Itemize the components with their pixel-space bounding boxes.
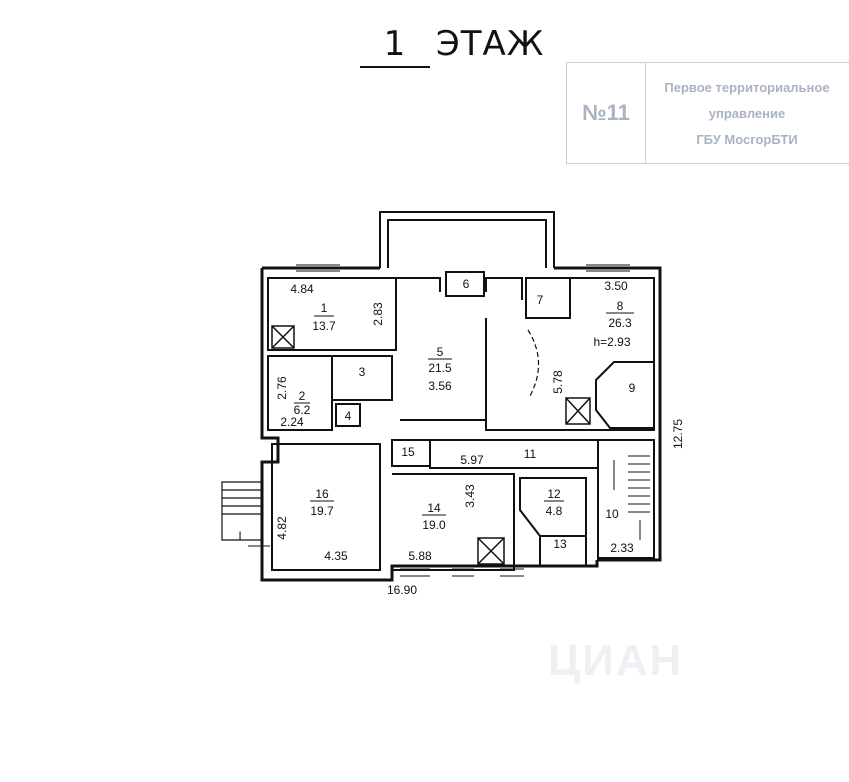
room-4-number: 4: [345, 409, 352, 423]
dim-3-56: 3.56: [428, 379, 452, 393]
room-2-number: 2: [299, 389, 306, 403]
dim-2-33: 2.33: [610, 541, 634, 555]
room-1-area: 13.7: [312, 319, 336, 333]
room-7-number: 7: [537, 293, 544, 307]
wall-room-3: [331, 355, 393, 401]
room-5-area: 21.5: [428, 361, 452, 375]
room-13-number: 13: [553, 537, 567, 551]
wall-room-14: [392, 473, 515, 571]
wall-room-13: [539, 535, 587, 567]
room-16-number: 16: [315, 487, 329, 501]
wall-room-9: [595, 361, 655, 429]
wall-room-10: [597, 439, 655, 559]
room-2-area: 6.2: [294, 403, 311, 417]
room-9-number: 9: [629, 381, 636, 395]
room-8-area: 26.3: [608, 316, 632, 330]
dim-4-35: 4.35: [324, 549, 348, 563]
room-6-number: 6: [463, 277, 470, 291]
dim-3-50: 3.50: [604, 279, 628, 293]
room-1-number: 1: [321, 301, 328, 315]
room-10-number: 10: [605, 507, 619, 521]
stamp-org-line2: управление: [708, 106, 786, 121]
stamp-number: №11: [567, 63, 646, 163]
dim-5-88: 5.88: [408, 549, 432, 563]
room-11-number: 11: [524, 447, 537, 461]
dim-2-24: 2.24: [280, 415, 304, 429]
stamp-org-line3: ГБУ МосгорБТИ: [696, 132, 798, 147]
wall-room-1: [267, 277, 397, 351]
room-5-number: 5: [437, 345, 444, 359]
dim-4-84: 4.84: [290, 282, 314, 296]
windows: [296, 264, 630, 577]
entrance-steps: [221, 481, 263, 541]
floor-word: ЭТАЖ: [436, 24, 545, 64]
stamp-org: Первое территориальное управление ГБУ Мо…: [647, 75, 847, 153]
wall-room-15: [391, 439, 431, 467]
floor-number: 1: [360, 24, 430, 68]
dim-12-75: 12.75: [671, 419, 685, 449]
watermark: ЦИАН: [548, 636, 684, 685]
wall-room-2: [267, 355, 333, 431]
dim-5-97: 5.97: [460, 453, 484, 467]
bti-stamp: №11 Первое территориальное управление ГБ…: [566, 62, 849, 164]
dim-3-43: 3.43: [463, 484, 477, 508]
wall-room-4: [335, 403, 361, 427]
dim-2-83: 2.83: [371, 302, 385, 326]
stamp-org-line1: Первое территориальное: [664, 80, 830, 95]
door-arc: [527, 329, 540, 397]
dim-16-90: 16.90: [387, 583, 417, 597]
room-14-area: 19.0: [422, 518, 446, 532]
dim-5-78: 5.78: [551, 370, 565, 394]
room-12-number: 12: [547, 487, 561, 501]
wall-room-8: [485, 277, 655, 431]
entrance-mark: I: [238, 529, 241, 543]
dim-h-2-93: h=2.93: [593, 335, 630, 349]
room-15-number: 15: [401, 445, 415, 459]
ventilation-shafts: [271, 325, 591, 565]
wall-corridor-11: [429, 439, 599, 469]
room-16-area: 19.7: [310, 504, 334, 518]
wall-room-5: [396, 277, 523, 421]
stairs-room-10: [613, 455, 650, 540]
wall-room-16: [271, 443, 381, 571]
wall-room-6: [445, 271, 485, 297]
room-12-area: 4.8: [546, 504, 563, 518]
wall-room-7: [525, 277, 571, 319]
room-8-number: 8: [617, 299, 624, 313]
dim-4-82: 4.82: [275, 516, 289, 540]
dim-2-76: 2.76: [275, 376, 289, 400]
room-3-number: 3: [359, 365, 366, 379]
room-14-number: 14: [427, 501, 441, 515]
balcony: [379, 211, 555, 268]
